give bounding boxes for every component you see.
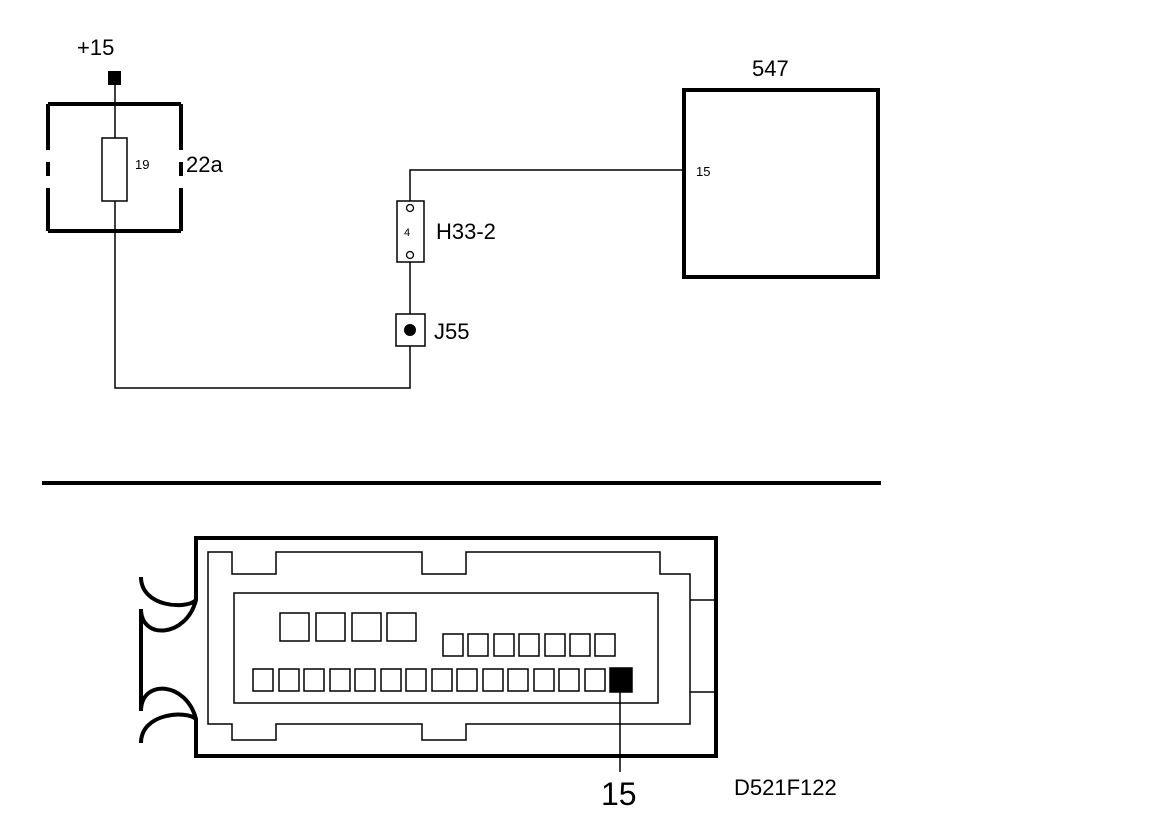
pin-lower-1 [252, 668, 274, 692]
pin-lower-3 [303, 668, 325, 692]
wire-harness [114, 85, 684, 389]
supply-label: +15 [77, 35, 114, 60]
latch-notch-upper [139, 576, 198, 608]
fuse-19 [101, 137, 128, 202]
pin-lower-15-highlighted [609, 667, 633, 693]
pin-row-lower [252, 668, 606, 692]
fuse-number-label: 19 [135, 157, 149, 172]
pin-small-4 [518, 633, 540, 657]
figure-id-label: D521F122 [734, 775, 837, 800]
pin-large-1 [279, 612, 310, 642]
pin-small-2 [467, 633, 489, 657]
splice-j55-label: J55 [434, 319, 469, 344]
pin-lower-9 [456, 668, 478, 692]
splice-j55-dot [404, 324, 416, 336]
latch-notch-lower [139, 712, 198, 744]
connector-pin-area [233, 592, 659, 704]
pin-small-6 [569, 633, 591, 657]
pin-lower-6 [380, 668, 402, 692]
pin-lower-8 [431, 668, 453, 692]
pin-lower-11 [507, 668, 529, 692]
fuse-box-label: 22a [186, 152, 223, 177]
pin-lower-12 [533, 668, 555, 692]
module-547-pin-label: 15 [696, 164, 710, 179]
pin-large-4 [386, 612, 417, 642]
pin-small-1 [442, 633, 464, 657]
pin-small-5 [544, 633, 566, 657]
pin-large-2 [315, 612, 346, 642]
pin-small-7 [594, 633, 616, 657]
pin-lower-5 [354, 668, 376, 692]
pin-small-3 [493, 633, 515, 657]
pin-lower-2 [278, 668, 300, 692]
connector-face [139, 536, 718, 772]
pin-lower-10 [482, 668, 504, 692]
connector-h33-2-pin-number: 4 [404, 227, 410, 239]
connector-inner-shroud [207, 551, 691, 741]
connector-h33-2-pin-bottom [405, 250, 415, 260]
supply-terminal [108, 71, 121, 85]
connector-h33-2-pin-top [405, 203, 415, 213]
pin-lower-13 [558, 668, 580, 692]
connector-h33-2-label: H33-2 [436, 219, 496, 244]
module-547-label: 547 [752, 56, 789, 81]
pin-lower-7 [405, 668, 427, 692]
pin-row-upper-large [279, 612, 417, 642]
pin-15-callout-label: 15 [601, 776, 637, 812]
pin-large-3 [351, 612, 382, 642]
module-547 [682, 88, 880, 279]
pin-lower-14 [584, 668, 606, 692]
pin-row-upper-small [442, 633, 616, 657]
pin-lower-4 [329, 668, 351, 692]
